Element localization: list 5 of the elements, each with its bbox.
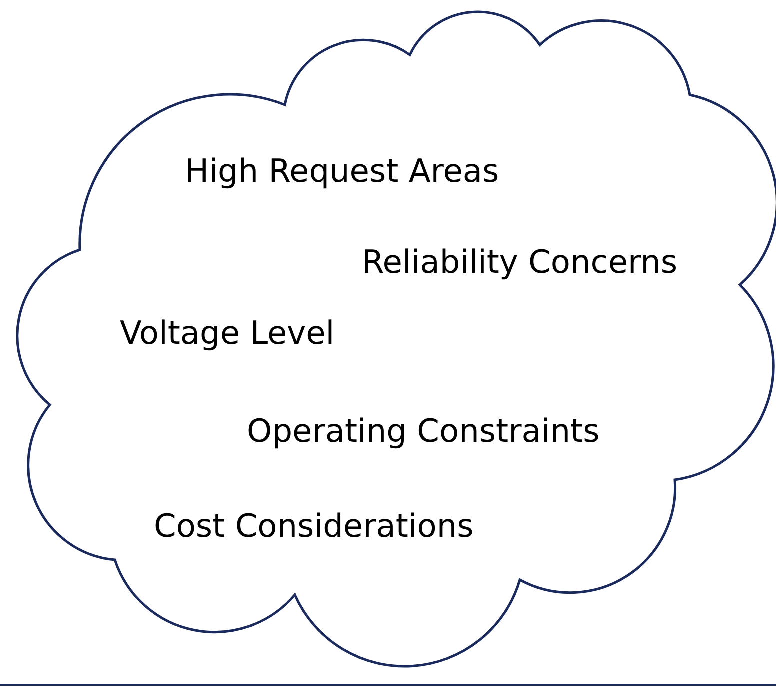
cloud-text: Operating Constraints	[247, 412, 600, 450]
cloud-text: Voltage Level	[120, 314, 335, 352]
cloud-text: Cost Considerations	[154, 507, 474, 546]
cloud-text: Reliability Concerns	[362, 243, 678, 282]
cloud-text: High Request Areas	[185, 152, 500, 190]
